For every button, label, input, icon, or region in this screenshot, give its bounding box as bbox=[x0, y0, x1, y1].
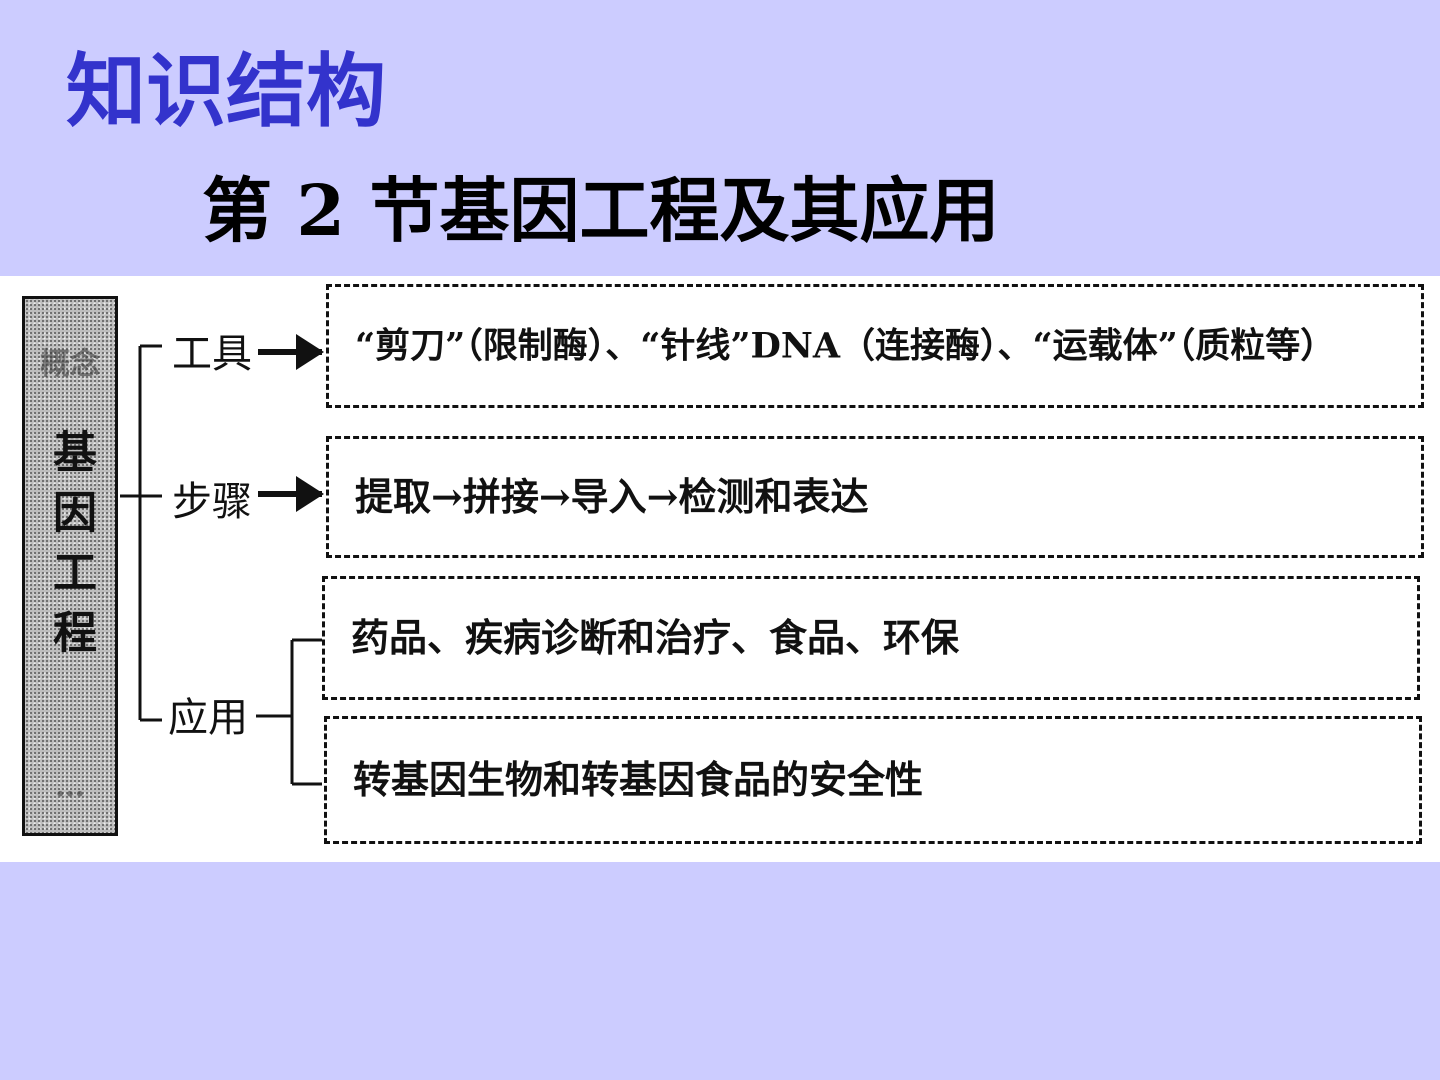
box-tools: “剪刀”（限制酶）、“针线”DNA（连接酶）、“运载体”（质粒等） bbox=[326, 284, 1424, 408]
box-steps-text: 提取→拼接→导入→检测和表达 bbox=[355, 474, 869, 519]
root-node: 概念 基因工程 … bbox=[22, 296, 118, 836]
box-application-2: 转基因生物和转基因食品的安全性 bbox=[324, 716, 1422, 844]
arrow-tools-head bbox=[296, 334, 324, 370]
slide-subheading: 第 2 节基因工程及其应用 bbox=[202, 169, 1000, 252]
root-node-label-text: 基因工程 bbox=[45, 429, 96, 669]
slide-heading: 知识结构 bbox=[66, 45, 386, 138]
root-node-label: 基因工程 bbox=[25, 429, 115, 669]
connector-lines bbox=[120, 334, 324, 786]
branch-label-tools: 工具 bbox=[172, 331, 252, 377]
arrow-steps-head bbox=[296, 476, 324, 512]
box-application-2-text: 转基因生物和转基因食品的安全性 bbox=[353, 757, 924, 802]
box-tools-text: “剪刀”（限制酶）、“针线”DNA（连接酶）、“运载体”（质粒等） bbox=[355, 325, 1336, 367]
box-steps: 提取→拼接→导入→检测和表达 bbox=[326, 436, 1424, 558]
branch-label-applications: 应用 bbox=[168, 695, 248, 741]
root-node-top-text: 概念 bbox=[40, 347, 100, 382]
box-application-1-text: 药品、疾病诊断和治疗、食品、环保 bbox=[351, 615, 960, 660]
root-node-bottom-text: … bbox=[55, 769, 85, 804]
branch-label-steps: 步骤 bbox=[172, 479, 252, 525]
box-application-1: 药品、疾病诊断和治疗、食品、环保 bbox=[322, 576, 1420, 700]
concept-diagram: 概念 基因工程 … 工具 步骤 应用 “剪刀”（限制酶）、“针线 bbox=[0, 276, 1440, 862]
